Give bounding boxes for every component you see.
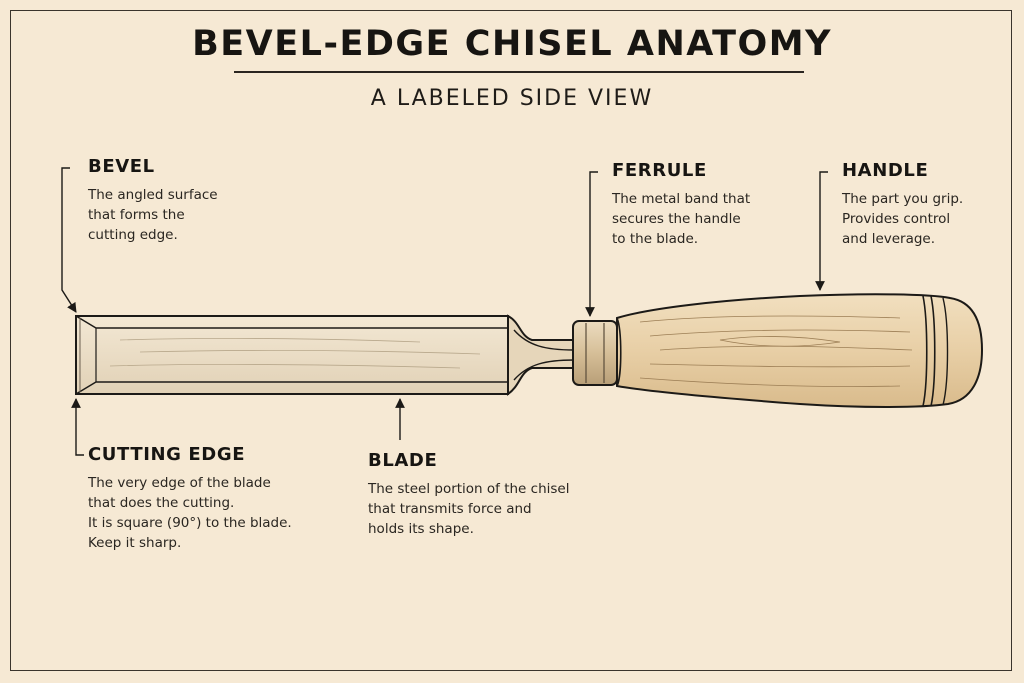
bevel-description: The angled surface that forms the cuttin…	[88, 187, 218, 243]
blade-label: BLADE The steel portion of the chisel th…	[368, 450, 569, 539]
border-frame	[10, 10, 1012, 671]
cutting-edge-description: The very edge of the blade that does the…	[88, 475, 292, 551]
handle-label: HANDLE The part you grip. Provides contr…	[842, 160, 963, 249]
cutting-edge-leader	[71, 398, 84, 456]
cutting-edge-title: CUTTING EDGE	[88, 444, 246, 465]
handle-title: HANDLE	[842, 160, 929, 181]
ferrule-shape	[572, 320, 618, 386]
blade-description: The steel portion of the chisel that tra…	[368, 481, 570, 537]
title-underline	[234, 71, 804, 73]
handle-leader	[815, 171, 828, 291]
blade-title: BLADE	[368, 450, 438, 471]
shank-shape	[507, 314, 575, 396]
ferrule-label: FERRULE The metal band that secures the …	[612, 160, 750, 249]
blade-shape	[75, 315, 509, 395]
cutting-edge-label: CUTTING EDGE The very edge of the blade …	[88, 444, 292, 553]
diagram-title: BEVEL-EDGE CHISEL ANATOMY	[192, 24, 832, 64]
ferrule-leader	[585, 171, 598, 317]
ferrule-title: FERRULE	[612, 160, 707, 181]
bevel-label: BEVEL The angled surface that forms the …	[88, 156, 218, 245]
ferrule-description: The metal band that secures the handle t…	[612, 191, 751, 247]
handle-description: The part you grip. Provides control and …	[842, 191, 964, 247]
diagram-subtitle: A LABELED SIDE VIEW	[370, 86, 654, 111]
bevel-leader	[61, 167, 77, 313]
handle-shape	[616, 293, 984, 408]
bevel-title: BEVEL	[88, 156, 155, 177]
